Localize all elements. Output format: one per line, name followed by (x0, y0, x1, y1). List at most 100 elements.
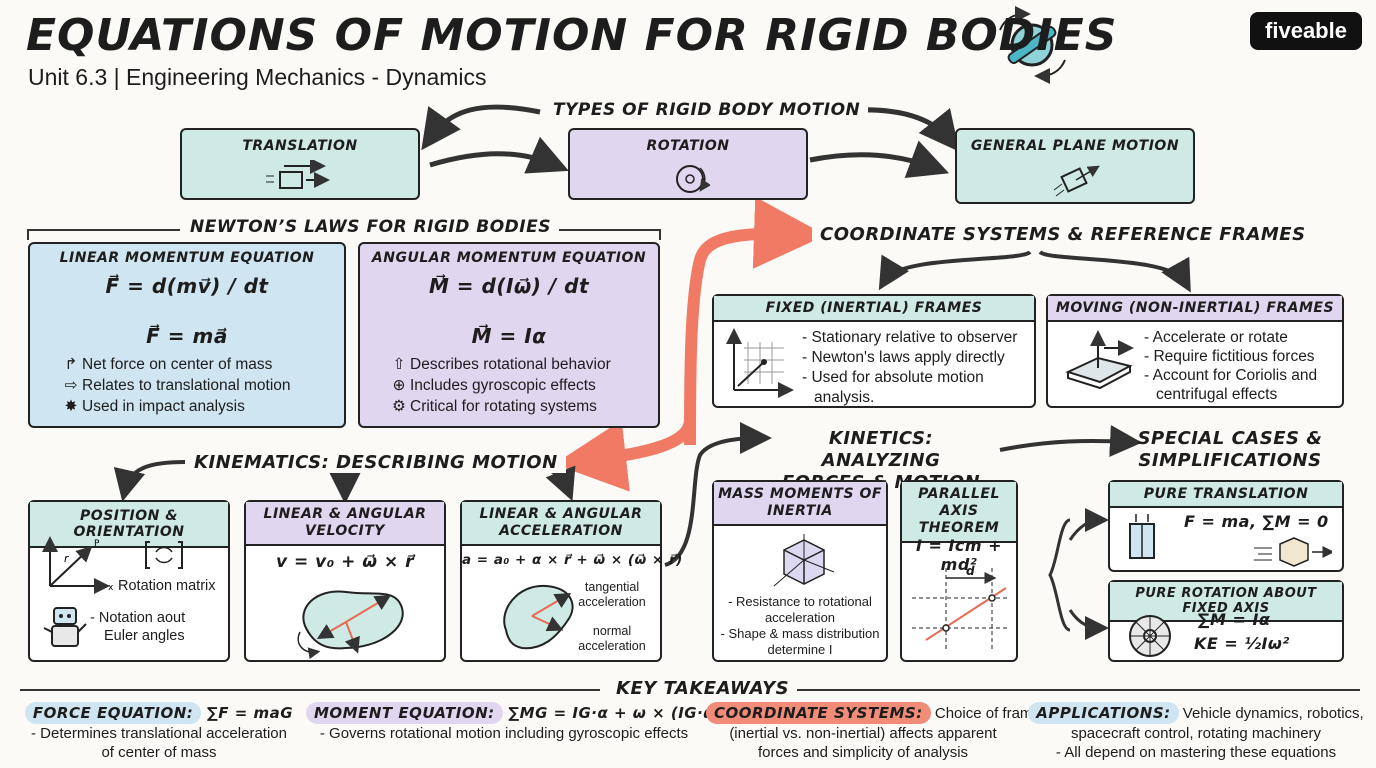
newton-title: NEWTON’S LAWS FOR RIGID BODIES (182, 217, 559, 237)
inertia-title-2: INERTIA (767, 503, 833, 519)
angular-momentum-eq1: M⃗ = d(Iω⃗) / dt (428, 274, 590, 298)
page-title: EQUATIONS OF MOTION FOR RIGID BODIES (26, 10, 1118, 61)
fixed-frame-grid-icon (726, 328, 794, 398)
takeaways-title: KEY TAKEAWAYS (608, 678, 798, 699)
takeaway-force-head: FORCE EQUATION: (24, 702, 202, 724)
elevator-icon (1129, 514, 1155, 559)
fiveable-logo: fiveable (1250, 12, 1362, 50)
euler-label: Euler angles (104, 628, 185, 644)
inertia-line-4: determine I (767, 642, 833, 657)
acceleration-title-1: LINEAR & ANGULAR (479, 506, 643, 522)
takeaway-applications-eq: Vehicle dynamics, robotics, (1178, 705, 1364, 722)
fixed-line-1: - Stationary relative to observer (802, 329, 1018, 346)
rotation-card: ROTATION (568, 128, 808, 200)
takeaway-moment-eq: ∑MG = IG·α + ω × (IG·ω) (502, 704, 725, 722)
normal-label: normal acceleration (578, 624, 646, 653)
general-plane-motion-card: GENERAL PLANE MOTION (955, 128, 1195, 204)
takeaway-force-line-1: - Determines translational acceleration (31, 725, 287, 742)
inertia-line-3: - Shape & mass distribution (720, 626, 880, 641)
linear-momentum-eq1: F⃗ = d(mv⃗) / dt (105, 274, 269, 298)
parallel-d-label: d (966, 564, 976, 578)
gear-icon: ⚙ (392, 398, 406, 415)
robot-icon (43, 607, 87, 647)
general-plane-motion-label: GENERAL PLANE MOTION (970, 138, 1180, 154)
rotation-label: ROTATION (646, 138, 730, 154)
acceleration-eq: a = a₀ + α × r⃗ + ω⃗ × (ω⃗ × r⃗) (462, 552, 683, 568)
rotation-matrix-label: Rotation matrix (118, 578, 216, 594)
tangential-label: tangential acceleration (578, 580, 646, 609)
general-plane-motion-icon (1053, 165, 1100, 197)
right-arrow-icon: ⇨ (64, 377, 78, 394)
pure-translation-eq: F = ma, ∑M = 0 (1184, 512, 1329, 531)
kinetics-title-1: KINETICS: ANALYZING (821, 428, 941, 471)
rotation-up-icon: ⇧ (392, 356, 406, 373)
takeaway-force-eq: ∑F = maG (201, 704, 294, 722)
moving-line-2: - Require fictitious forces (1144, 348, 1315, 365)
acceleration-card: LINEAR & ANGULAR ACCELERATION a = a₀ + α… (460, 500, 683, 662)
pure-translation-card: PURE TRANSLATION F = ma, ∑M = 0 (1108, 480, 1344, 572)
translation-card: TRANSLATION (180, 128, 420, 200)
translation-label: TRANSLATION (242, 138, 358, 154)
angular-momentum-eq2: M⃗ = Iα (471, 324, 547, 348)
takeaway-coords-head: COORDINATE SYSTEMS: (706, 702, 931, 724)
fixed-line-2: - Newton's laws apply directly (802, 349, 1005, 366)
gyroscope-small-icon: ⊕ (392, 377, 406, 394)
moving-frames-title: MOVING (NON-INERTIAL) FRAMES (1048, 296, 1342, 322)
impact-icon: ✸ (64, 398, 78, 415)
takeaway-coords-line-2: forces and simplicity of analysis (757, 744, 969, 761)
linear-bullet-2: Relates to translational motion (82, 377, 291, 394)
page-subtitle: Unit 6.3 | Engineering Mechanics - Dynam… (28, 64, 487, 90)
parallel-eq: I = Icm + md² (915, 536, 1003, 574)
gyroscope-icon (999, 6, 1066, 84)
box-moving-icon (1254, 537, 1332, 567)
parallel-title-1: PARALLEL AXIS (918, 486, 1000, 519)
wheel-icon (1129, 615, 1171, 657)
takeaway-coords-eq: Choice of frame (930, 705, 1041, 722)
svg-text:r: r (64, 552, 70, 565)
takeaway-moment: MOMENT EQUATION: ∑MG = IG·α + ω × (IG·ω)… (306, 702, 724, 743)
position-orientation-title: POSITION & ORIENTATION (30, 502, 228, 548)
rotation-icon (676, 165, 710, 193)
fixed-frames-card: FIXED (INERTIAL) FRAMES - Stationary rel… (712, 294, 1036, 408)
acceleration-title-2: ACCELERATION (499, 523, 623, 539)
pure-rotation-card: PURE ROTATION ABOUT FIXED AXIS ∑M = Iα K… (1108, 580, 1344, 662)
cube-icon (773, 534, 835, 587)
takeaway-moment-head: MOMENT EQUATION: (306, 702, 503, 724)
angular-momentum-card: ANGULAR MOMENTUM EQUATION M⃗ = d(Iω⃗) / … (358, 242, 660, 428)
velocity-eq: v = v₀ + ω⃗ × r⃗ (275, 552, 414, 572)
takeaway-force: FORCE EQUATION: ∑F = maG - Determines tr… (14, 702, 304, 762)
svg-text:P: P (94, 539, 100, 549)
velocity-body-icon (297, 590, 404, 660)
fixed-line-4: analysis. (814, 389, 875, 406)
pure-rotation-eq2: KE = ½Iω² (1194, 634, 1290, 653)
takeaway-force-line-2: of center of mass (101, 744, 217, 761)
velocity-card: LINEAR & ANGULAR VELOCITY v = v₀ + ω⃗ × … (244, 500, 446, 662)
angular-bullet-3: Critical for rotating systems (410, 398, 597, 415)
angular-bullet-2: Includes gyroscopic effects (410, 377, 596, 394)
takeaway-applications: APPLICATIONS: Vehicle dynamics, robotics… (1026, 702, 1366, 762)
coords-title: COORDINATE SYSTEMS & REFERENCE FRAMES (812, 224, 1314, 245)
fixed-line-3: - Used for absolute motion (802, 369, 984, 386)
linear-bullet-1: Net force on center of mass (82, 356, 273, 373)
pure-translation-title: PURE TRANSLATION (1110, 482, 1342, 508)
moving-frames-card: MOVING (NON-INERTIAL) FRAMES - Accelerat… (1046, 294, 1344, 408)
notation-label: - Notation aout (90, 610, 186, 626)
moving-frame-icon (1065, 330, 1134, 390)
takeaway-applications-line-1: spacecraft control, rotating machinery (1070, 725, 1322, 742)
inertia-line-2: acceleration (764, 610, 836, 625)
linear-momentum-card: LINEAR MOMENTUM EQUATION F⃗ = d(mv⃗) / d… (28, 242, 346, 428)
velocity-title-1: LINEAR & ANGULAR (263, 506, 427, 522)
special-title-1: SPECIAL CASES & (1137, 428, 1323, 449)
fixed-frames-title: FIXED (INERTIAL) FRAMES (714, 296, 1034, 322)
translation-icon (266, 160, 330, 189)
parallel-title-2: THEOREM (918, 520, 1000, 536)
rotation-matrix-icon (145, 541, 183, 569)
takeaway-coords: COORDINATE SYSTEMS: Choice of frame (ine… (706, 702, 1041, 762)
special-title-2: SIMPLIFICATIONS (1138, 450, 1322, 471)
acceleration-body-icon (503, 584, 574, 650)
pure-rotation-eq1: ∑M = Iα (1198, 610, 1271, 629)
inertia-line-1: - Resistance to rotational (728, 594, 872, 609)
inertia-card: MASS MOMENTS OF INERTIA - Resistance to … (712, 480, 888, 662)
velocity-title-2: VELOCITY (305, 523, 385, 539)
linear-bullet-3: Used in impact analysis (82, 398, 245, 415)
